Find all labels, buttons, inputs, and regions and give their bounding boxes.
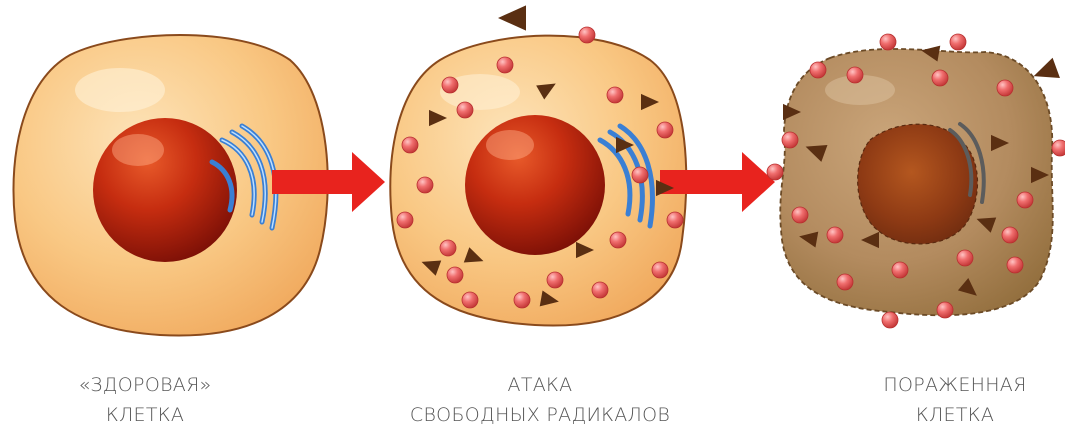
free-radical-icon [447,267,463,283]
free-radical-icon [514,292,530,308]
oxidant-triangle-icon [498,5,526,30]
free-radical-icon [892,262,908,278]
caption-attack-line1: АТАКА [380,370,700,400]
free-radical-icon [442,77,458,93]
free-radical-icon [610,232,626,248]
free-radical-icon [932,70,948,86]
free-radical-icon [1002,227,1018,243]
free-radical-icon [810,62,826,78]
free-radical-icon [462,292,478,308]
caption-healthy-line1: «ЗДОРОВАЯ» [45,370,245,400]
free-radical-icon [847,67,863,83]
free-radical-icon [402,137,418,153]
free-radical-icon [632,167,648,183]
free-radical-icon [417,177,433,193]
free-radical-icon [837,274,853,290]
attacked-nucleus-icon [465,115,605,255]
caption-healthy: «ЗДОРОВАЯ» КЛЕТКА [45,370,245,430]
caption-damaged-line1: ПОРАЖЕННАЯ [855,370,1055,400]
caption-attack-line2: СВОБОДНЫХ РАДИКАЛОВ [380,400,700,430]
free-radical-icon [652,262,668,278]
caption-attack: АТАКА СВОБОДНЫХ РАДИКАЛОВ [380,370,700,430]
free-radical-icon [882,312,898,328]
free-radical-icon [792,207,808,223]
free-radical-icon [880,34,896,50]
healthy-nucleus-icon [93,118,237,262]
caption-damaged: ПОРАЖЕННАЯ КЛЕТКА [855,370,1055,430]
free-radical-icon [827,227,843,243]
free-radical-icon [767,164,783,180]
free-radical-icon [950,34,966,50]
free-radical-icon [607,87,623,103]
free-radical-icon [1007,257,1023,273]
free-radical-icon [497,57,513,73]
free-radical-icon [657,122,673,138]
free-radical-icon [1017,192,1033,208]
caption-damaged-line2: КЛЕТКА [855,400,1055,430]
free-radical-icon [440,240,456,256]
free-radical-icon [937,302,953,318]
healthy-cell-highlight [75,68,165,112]
free-radical-icon [957,250,973,266]
free-radical-icon [782,132,798,148]
free-radical-icon [667,212,683,228]
free-radical-icon [1052,140,1065,156]
free-radical-icon [579,27,595,43]
free-radical-icon [997,80,1013,96]
free-radical-icon [547,272,563,288]
free-radical-icon [592,282,608,298]
free-radical-icon [457,102,473,118]
caption-healthy-line2: КЛЕТКА [45,400,245,430]
free-radical-icon [397,212,413,228]
